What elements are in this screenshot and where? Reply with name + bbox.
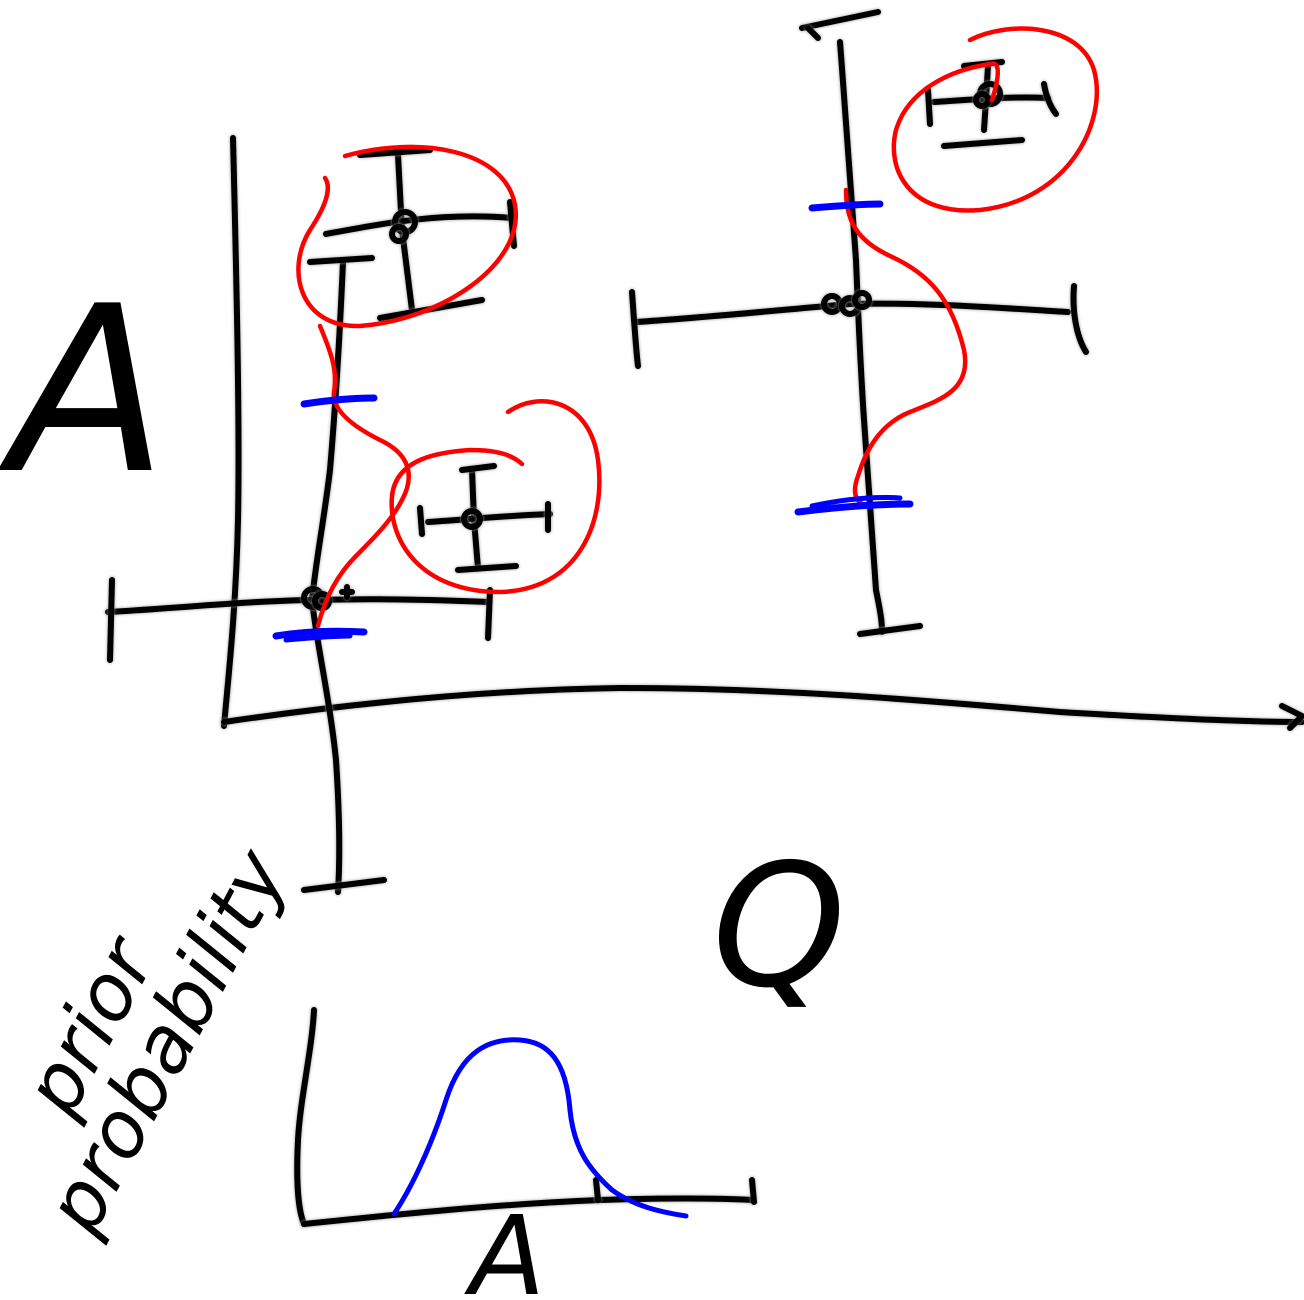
blue-mark-left-upper bbox=[300, 394, 378, 408]
main-y-axis-line bbox=[221, 135, 242, 729]
prior-y-axis-line bbox=[294, 1007, 317, 1227]
blue-mark-right-lower bbox=[794, 500, 914, 516]
main-x-axis-label: Q bbox=[712, 828, 846, 1026]
red-circle-middle bbox=[389, 399, 602, 595]
main-plot: A Q bbox=[0, 135, 1304, 1026]
middle-data-point bbox=[461, 508, 483, 530]
right-point-cluster bbox=[629, 9, 1089, 637]
main-x-axis-arrowhead bbox=[1279, 703, 1304, 731]
blue-mark-right-upper bbox=[808, 200, 884, 212]
right-horizontal-error-bar bbox=[633, 300, 1071, 325]
prior-distribution-curve bbox=[391, 1037, 689, 1219]
prior-x-axis-label: A bbox=[464, 1192, 545, 1300]
left-data-point bbox=[301, 586, 325, 610]
blue-mark-left-lower bbox=[272, 627, 368, 640]
red-annotations bbox=[296, 26, 1100, 629]
main-y-axis-label: A bbox=[0, 258, 167, 525]
right-vertical-error-bar bbox=[837, 39, 885, 635]
main-x-axis-line bbox=[221, 685, 1304, 725]
red-connector-right bbox=[843, 187, 968, 507]
blue-annotations bbox=[272, 200, 914, 643]
red-circle-top-right bbox=[891, 26, 1100, 213]
prior-tick-mark bbox=[593, 1177, 601, 1203]
left-horizontal-error-bar bbox=[105, 596, 491, 615]
prior-x-axis-line bbox=[301, 1195, 755, 1227]
left-point-cluster bbox=[105, 147, 553, 895]
prior-plot: prior probability A bbox=[7, 834, 757, 1300]
red-circle-upper-left bbox=[296, 144, 519, 329]
middle-point-horizontal-bar bbox=[425, 511, 553, 525]
upper-point-horizontal-bar bbox=[323, 213, 515, 237]
